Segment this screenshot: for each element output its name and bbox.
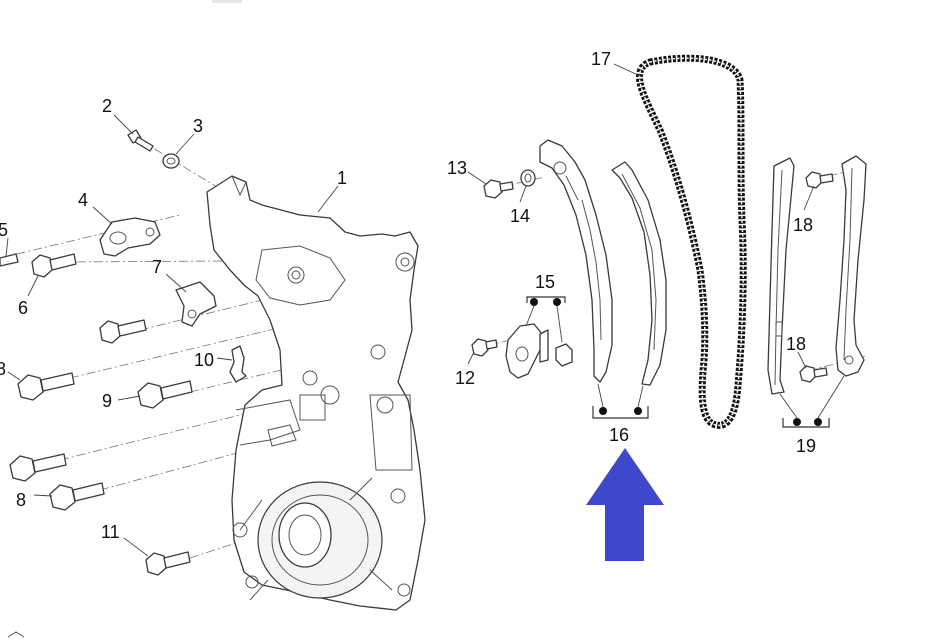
lifting-bracket-4 xyxy=(99,217,161,257)
callout-5: 5 xyxy=(0,220,8,240)
callout-12: 12 xyxy=(455,368,475,388)
bracket-19 xyxy=(779,375,845,428)
highlight-arrow-icon xyxy=(586,448,664,561)
washer-3 xyxy=(162,153,180,169)
leader-lines xyxy=(5,63,815,557)
washer-14 xyxy=(520,169,536,187)
callout-labels: 1 2 3 4 5 6 7 8 8 9 10 11 12 13 14 15 16… xyxy=(0,49,816,542)
callout-17: 17 xyxy=(591,49,611,69)
callout-6: 6 xyxy=(18,298,28,318)
callout-15: 15 xyxy=(535,272,555,292)
bracket-15 xyxy=(525,296,566,343)
bolt-18-lower xyxy=(799,365,828,383)
callout-19: 19 xyxy=(796,436,816,456)
bolt-2 xyxy=(127,129,154,152)
chain-guide-left xyxy=(611,161,667,386)
bolt-11 xyxy=(145,551,191,576)
callout-18-lower: 18 xyxy=(786,334,806,354)
callout-11: 11 xyxy=(101,522,120,542)
callout-18-upper: 18 xyxy=(793,215,813,235)
tensioner-arm xyxy=(539,139,613,383)
callout-16: 16 xyxy=(609,425,629,445)
bolt-13 xyxy=(483,179,514,199)
bottom-edge-artifact xyxy=(7,631,25,638)
bracket-16 xyxy=(592,383,649,419)
bolt-5 xyxy=(0,253,19,267)
chain-guide-right xyxy=(835,155,867,377)
clip-10 xyxy=(229,345,247,383)
callout-8-lower: 8 xyxy=(16,490,26,510)
bolt-unlabeled-b xyxy=(9,453,67,482)
chain-guide-fixed xyxy=(767,157,795,395)
callout-9: 9 xyxy=(102,391,112,411)
callout-4: 4 xyxy=(78,190,88,210)
callout-1: 1 xyxy=(337,168,347,188)
tensioner-plunger xyxy=(555,343,573,367)
callout-13: 13 xyxy=(447,158,467,178)
callout-7: 7 xyxy=(152,257,162,277)
bolt-12 xyxy=(471,338,498,357)
bolt-18-upper xyxy=(805,171,834,189)
bolt-6 xyxy=(31,253,77,278)
callout-8-upper: 8 xyxy=(0,359,6,379)
clip-7 xyxy=(175,281,217,327)
timing-cover xyxy=(206,175,426,611)
top-edge-artifact xyxy=(212,0,242,3)
callout-10: 10 xyxy=(194,350,214,370)
assembly-axes xyxy=(0,139,866,559)
callout-2: 2 xyxy=(102,96,112,116)
timing-chain xyxy=(636,54,747,429)
bolt-8-upper xyxy=(17,372,75,401)
bolt-unlabeled-a xyxy=(99,319,147,344)
bolt-8-lower xyxy=(49,482,105,511)
callout-3: 3 xyxy=(193,116,203,136)
tensioner-assembly xyxy=(505,323,549,379)
callout-14: 14 xyxy=(510,206,530,226)
bolt-9 xyxy=(137,380,193,409)
